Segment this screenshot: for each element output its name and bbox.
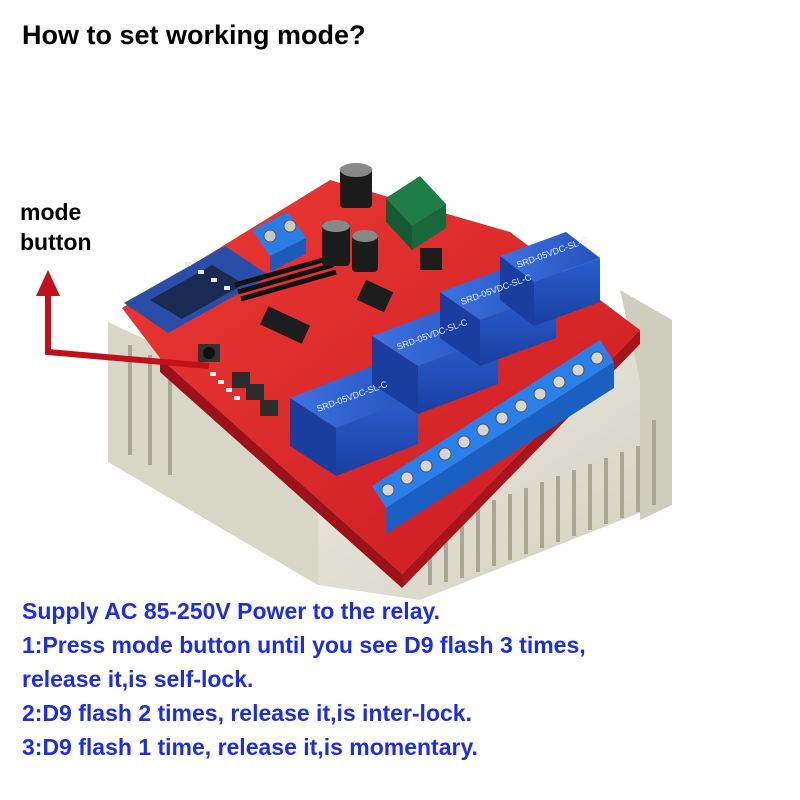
step2-instruction: 2:D9 flash 2 times, release it,is inter-… [22, 700, 472, 726]
instructions: Supply AC 85-250V Power to the relay. 1:… [22, 594, 792, 764]
supply-instruction: Supply AC 85-250V Power to the relay. [22, 598, 440, 624]
step1-instruction-cont: release it,is self-lock. [22, 666, 254, 692]
page-title: How to set working mode? [22, 20, 366, 50]
relay-4 [500, 232, 600, 326]
vent-slots [128, 345, 656, 585]
step1-instruction: 1:Press mode button until you see D9 fla… [22, 632, 586, 658]
antenna-coil [234, 255, 337, 302]
power-terminal [252, 212, 306, 272]
rf-module [124, 246, 270, 333]
output-terminals [372, 340, 614, 534]
mode-button-label: mode button [20, 197, 130, 257]
mode-label-line2: button [20, 229, 92, 255]
mode-label-line1: mode [20, 199, 82, 225]
capacitors [322, 163, 378, 272]
callout-arrow [36, 270, 210, 369]
mode-button [198, 344, 220, 362]
step3-instruction: 3:D9 flash 1 time, release it,is momenta… [22, 734, 478, 760]
transformer [386, 176, 446, 250]
